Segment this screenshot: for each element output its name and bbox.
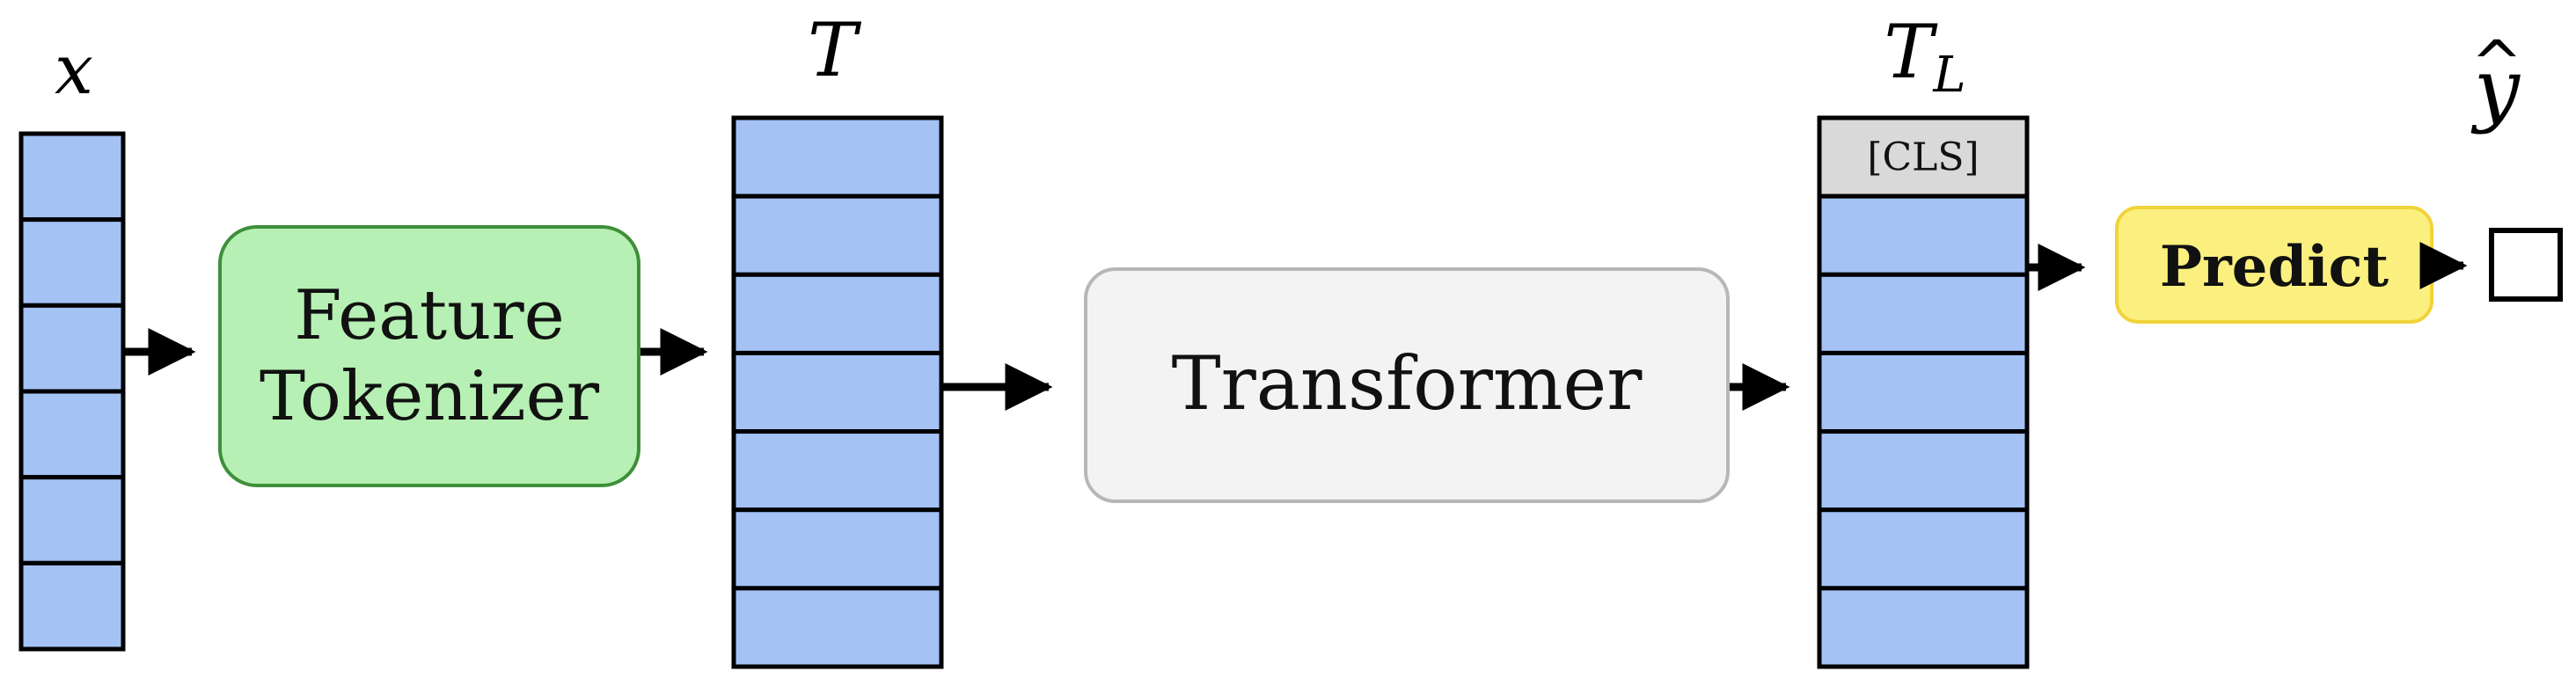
x-cell [18,475,126,566]
feature-tokenizer-line1: Feature [294,276,565,355]
T-cell [731,350,944,434]
T-cell [731,507,944,591]
T-cell [731,272,944,355]
TL-cell [1817,507,2030,591]
TL-label-subscript: L [1932,47,1965,104]
T-cell [731,193,944,277]
T-cell [731,586,944,669]
y-hat-label: y ^ [2470,27,2522,135]
TL-cell [1817,429,2030,513]
T-label: T [808,7,862,93]
TL-cell [1817,193,2030,277]
y-hat-accent: ^ [2471,27,2523,99]
x-cell [18,131,126,223]
TL-label: TL [1884,9,1965,104]
token-TL-stack: [CLS] [1817,115,2030,669]
x-cell [18,560,126,652]
TL-cell [1817,586,2030,669]
transformer-box: Transformer [1084,267,1730,503]
T-cell [731,429,944,513]
input-x-stack [18,131,126,652]
transformer-label: Transformer [1172,340,1643,427]
y-hat-letter: y [2470,41,2521,135]
token-T-stack [731,115,944,669]
x-cell [18,217,126,308]
predict-box: Predict [2115,206,2433,324]
x-cell [18,303,126,394]
predict-label: Predict [2160,234,2389,300]
feature-tokenizer-box: Feature Tokenizer [218,225,640,487]
feature-tokenizer-line2: Tokenizer [260,357,600,436]
TL-label-base: T [1884,9,1938,95]
cls-token-label: [CLS] [1867,135,1979,180]
TL-cell [1817,272,2030,355]
TL-cell [1817,350,2030,434]
x-cell [18,389,126,480]
x-label: x [55,31,93,110]
output-square [2489,228,2563,302]
T-cell [731,115,944,199]
